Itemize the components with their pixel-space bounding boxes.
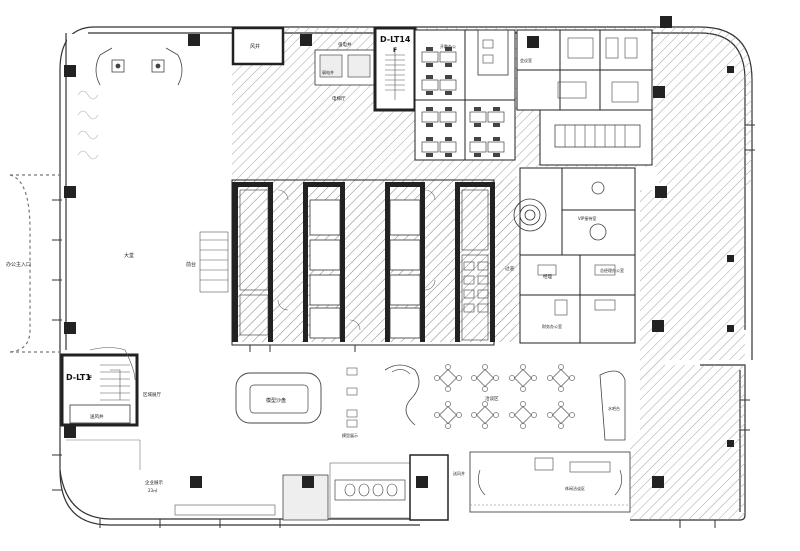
- sand-table-label: 模型沙盘: [266, 397, 286, 404]
- vip-label: VIP接待室: [578, 215, 596, 221]
- wall-graphic: [77, 90, 99, 160]
- water-bar-label: 水吧台: [608, 405, 620, 411]
- weak-current-label: 弱电井: [322, 69, 334, 75]
- window-mullions: [52, 124, 755, 528]
- reception-label: 前台: [186, 261, 196, 268]
- lobby-sofa: [95, 47, 183, 86]
- top-shafts: [231, 26, 417, 112]
- shaft-south-label-2: 送风井: [453, 470, 465, 476]
- lower-zone: [60, 347, 631, 521]
- shaft-south-label: 送风井: [90, 413, 104, 420]
- manager-label: 经理: [543, 273, 552, 280]
- structural-columns: [64, 16, 734, 488]
- elevator-marker-left: F: [88, 375, 92, 382]
- exhibit-label: 区域展厅: [143, 391, 161, 398]
- strong-current-label: 强电井: [338, 41, 352, 48]
- model-zone-label: 模型展示: [342, 432, 358, 438]
- elevator-label-left: D-LT1: [66, 373, 91, 382]
- offices-top-right: [516, 29, 653, 166]
- entrance-label: 办公主入口: [6, 261, 31, 268]
- negotiation-label: 洽谈区: [485, 395, 499, 402]
- corporate-area-label: 企业展示: [145, 479, 163, 486]
- meeting-label: 会议室: [520, 57, 532, 63]
- leisure-label: 休闲洽谈区: [565, 485, 585, 491]
- elevator-label-top: D-LT14: [380, 35, 411, 44]
- area-size-label: 23㎡: [148, 487, 157, 493]
- lobby-label: 大堂: [124, 252, 134, 259]
- fan-room-label: 风井: [250, 43, 260, 50]
- elevator-marker-top: F: [393, 47, 397, 54]
- meeting-rooms-block: [231, 179, 495, 346]
- corridor-label: 过道: [505, 265, 514, 272]
- finance-label: 财务办公室: [542, 323, 562, 329]
- elevator-hall-label: 电梯厅: [332, 95, 346, 102]
- reception-desk: [199, 231, 229, 293]
- open-office-label: 开敞办公: [440, 43, 456, 49]
- ceo-label: 总经理办公室: [600, 267, 624, 273]
- open-office-top: [414, 29, 516, 161]
- offices-right: [513, 167, 636, 344]
